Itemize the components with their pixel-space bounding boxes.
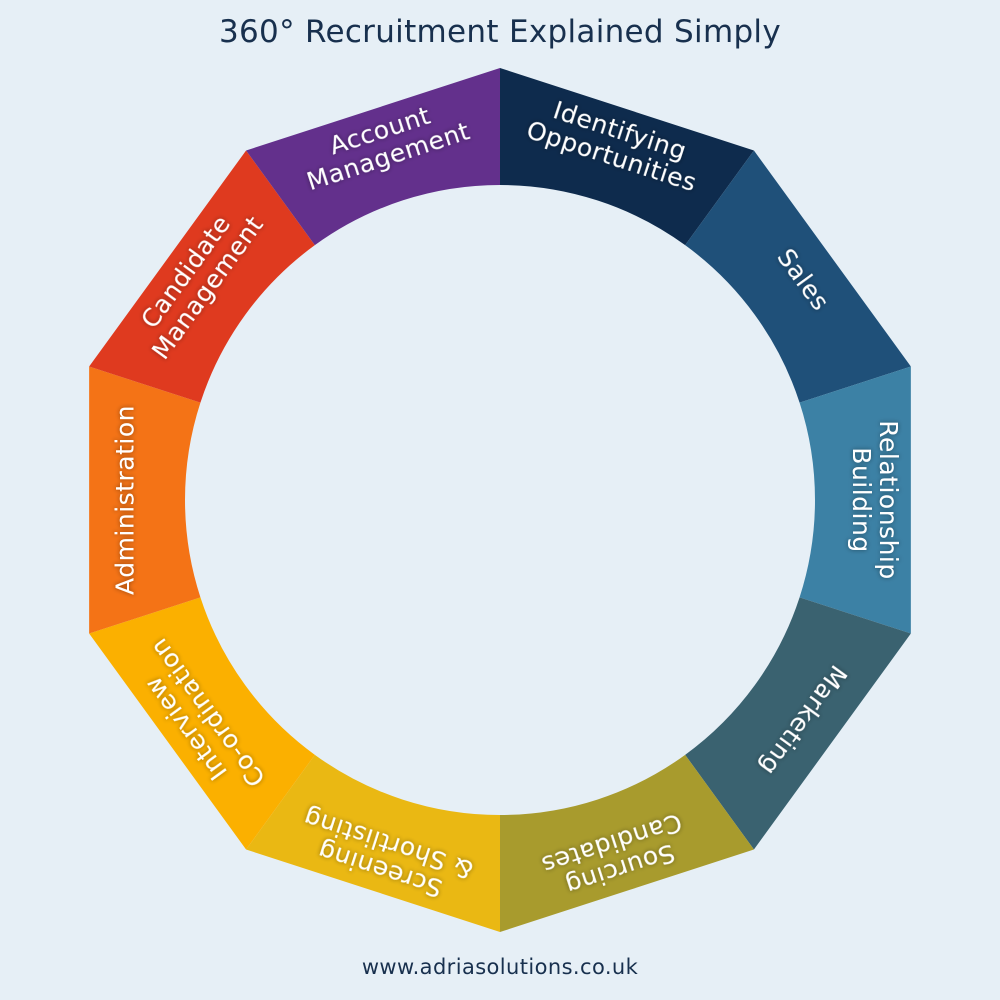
wheel-segment bbox=[685, 597, 911, 850]
wheel-segment bbox=[685, 150, 911, 403]
wheel-segment bbox=[246, 68, 500, 246]
wheel-segment bbox=[799, 366, 911, 634]
footer-url: www.adriasolutions.co.uk bbox=[361, 955, 639, 979]
page-title: 360° Recruitment Explained Simply bbox=[219, 14, 781, 50]
wheel-segment bbox=[89, 366, 201, 634]
wheel-segment bbox=[500, 68, 754, 246]
segment-label: Administration bbox=[111, 405, 140, 595]
wheel-segment bbox=[89, 597, 315, 850]
wheel-segment bbox=[89, 150, 315, 403]
segment-label-line: Building bbox=[847, 447, 876, 552]
wheel-segment bbox=[500, 754, 754, 932]
wheel-segment bbox=[246, 754, 500, 932]
segment-label-line: Administration bbox=[111, 405, 140, 595]
segment-label-line: Relationship bbox=[874, 420, 903, 579]
